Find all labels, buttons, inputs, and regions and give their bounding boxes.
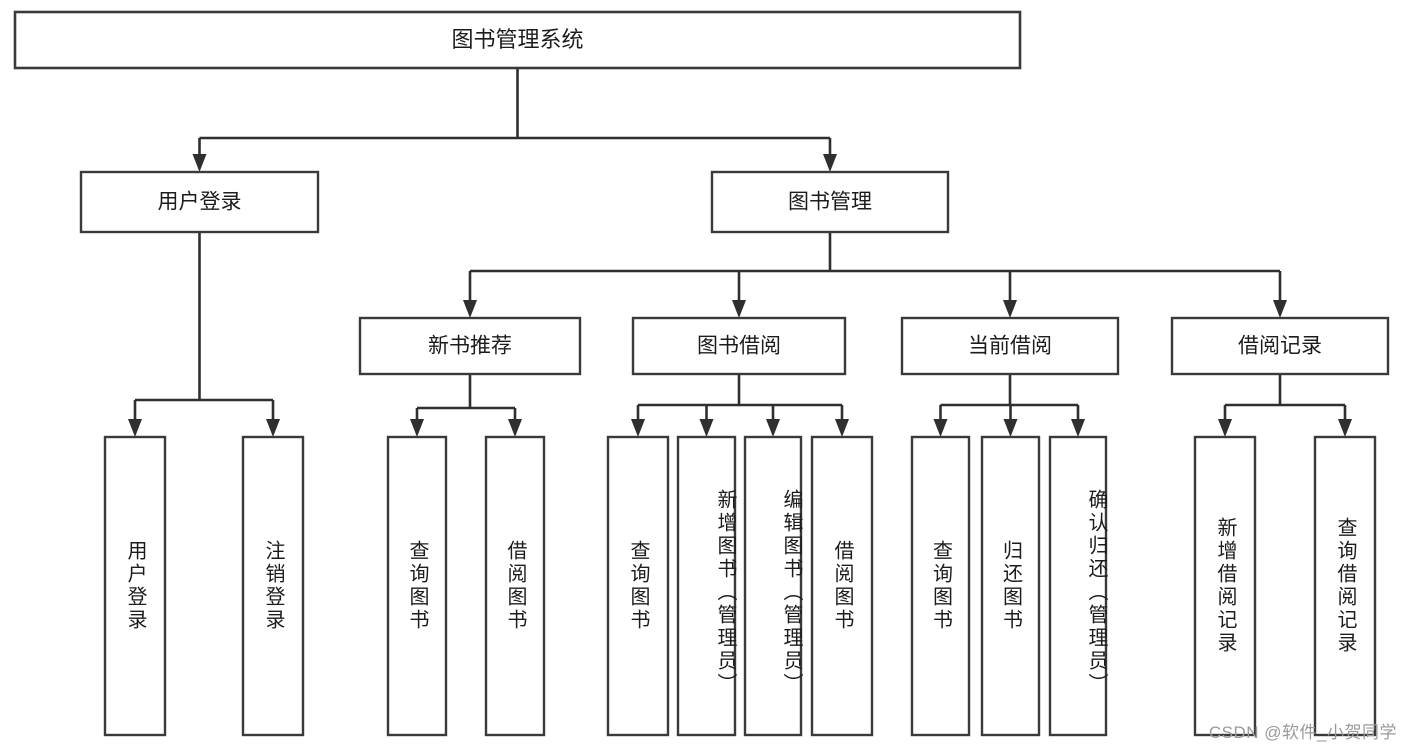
arrow-head-leaf-confirm-return bbox=[1071, 419, 1085, 437]
arrow-head-leaf-edit-book bbox=[766, 419, 780, 437]
leaf-box-leaf-return-book[interactable] bbox=[980, 435, 1041, 737]
arrow-head-new-book-rec bbox=[463, 300, 477, 318]
arrow-head-leaf-query-record bbox=[1338, 419, 1352, 437]
node-label-current-borrow: 当前借阅 bbox=[968, 335, 1052, 358]
node-box-user-login[interactable] bbox=[79, 170, 320, 234]
node-box-current-borrow[interactable] bbox=[900, 316, 1120, 376]
node-label-root: 图书管理系统 bbox=[451, 27, 583, 52]
arrow-head-user-login bbox=[192, 154, 207, 172]
arrow-head-book-manage bbox=[823, 154, 837, 172]
leaf-box-leaf-query-book-1[interactable] bbox=[386, 435, 448, 737]
leaf-box-leaf-borrow-book-2[interactable] bbox=[810, 435, 874, 737]
arrow-head-leaf-logout bbox=[266, 419, 280, 437]
leaf-box-leaf-logout[interactable] bbox=[241, 435, 305, 737]
arrow-head-book-borrow bbox=[732, 300, 746, 318]
arrow-head-leaf-query-book-1 bbox=[410, 419, 424, 437]
node-label-borrow-record: 借阅记录 bbox=[1238, 335, 1322, 358]
leaf-box-leaf-query-record[interactable] bbox=[1313, 435, 1377, 737]
node-box-borrow-record[interactable] bbox=[1170, 316, 1390, 376]
node-label-book-borrow: 图书借阅 bbox=[697, 335, 781, 358]
node-box-book-manage[interactable] bbox=[710, 170, 950, 234]
leaf-box-leaf-query-book-2[interactable] bbox=[606, 435, 670, 737]
node-label-user-login: 用户登录 bbox=[158, 191, 242, 214]
node-label-book-manage: 图书管理 bbox=[788, 191, 872, 214]
node-box-book-borrow[interactable] bbox=[631, 316, 847, 376]
leaf-box-leaf-query-book-3[interactable] bbox=[910, 435, 971, 737]
leaf-box-leaf-user-login[interactable] bbox=[103, 435, 167, 737]
arrow-head-leaf-borrow-book-1 bbox=[508, 419, 522, 437]
arrow-head-leaf-return-book bbox=[1003, 419, 1018, 437]
node-label-new-book-rec: 新书推荐 bbox=[428, 335, 512, 358]
arrow-head-current-borrow bbox=[1003, 300, 1017, 318]
leaf-box-leaf-add-book[interactable] bbox=[676, 435, 737, 737]
leaf-box-leaf-edit-book[interactable] bbox=[743, 435, 803, 737]
node-box-new-book-rec[interactable] bbox=[358, 316, 582, 376]
watermark: CSDN @软件_小贺同学 bbox=[1208, 723, 1397, 742]
arrow-head-borrow-record bbox=[1273, 300, 1287, 318]
arrow-head-leaf-query-book-3 bbox=[933, 419, 948, 437]
arrow-head-leaf-user-login bbox=[128, 419, 142, 437]
arrow-head-leaf-add-book bbox=[699, 419, 714, 437]
leaf-box-leaf-add-record[interactable] bbox=[1193, 435, 1257, 737]
leaf-box-leaf-confirm-return[interactable] bbox=[1048, 435, 1108, 737]
arrow-head-leaf-query-book-2 bbox=[631, 419, 645, 437]
arrow-head-leaf-borrow-book-2 bbox=[835, 419, 849, 437]
node-box-root[interactable] bbox=[13, 10, 1022, 70]
arrow-head-leaf-add-record bbox=[1218, 419, 1232, 437]
connector-layer bbox=[128, 68, 1352, 437]
leaf-box-leaf-borrow-book-1[interactable] bbox=[484, 435, 546, 737]
